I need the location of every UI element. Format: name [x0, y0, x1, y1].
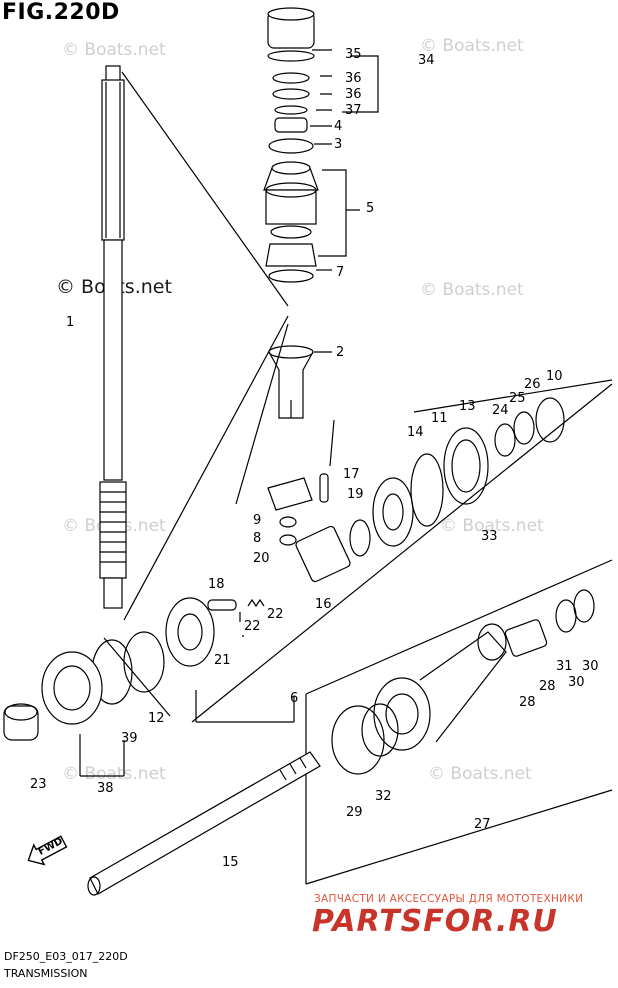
- clutch-dog: [295, 519, 371, 583]
- watermark: © Boats.net: [428, 764, 532, 784]
- callout-10: 10: [546, 369, 563, 384]
- callout-36b: 36: [345, 87, 362, 102]
- callout-28b: 28: [519, 695, 536, 710]
- callout-14: 14: [407, 425, 424, 440]
- callout-39: 39: [121, 731, 138, 746]
- callout-31: 31: [556, 659, 573, 674]
- watermark: © Boats.net: [62, 40, 166, 60]
- callout-15: 15: [222, 855, 239, 870]
- callout-3: 3: [334, 137, 343, 152]
- callout-24: 24: [492, 403, 509, 418]
- fwd-arrow: FWD: [20, 829, 71, 873]
- callout-13: 13: [459, 399, 476, 414]
- callout-32: 32: [375, 789, 392, 804]
- watermark: © Boats.net: [62, 764, 166, 784]
- bearing-housing-stack: [267, 7, 315, 154]
- figure-name: TRANSMISSION: [4, 967, 88, 980]
- callout-33: 33: [481, 529, 498, 544]
- callout-35: 35: [345, 47, 362, 62]
- callout-4: 4: [334, 119, 343, 134]
- promo-line: ЗАПЧАСТИ И АКСЕССУАРЫ ДЛЯ МОТОТЕХНИКИ: [314, 893, 584, 905]
- watermark: © Boats.net: [420, 36, 524, 56]
- callout-30b: 30: [568, 675, 585, 690]
- figure-code: DF250_E03_017_220D: [4, 950, 128, 963]
- callout-34: 34: [418, 53, 435, 68]
- callout-28: 28: [539, 679, 556, 694]
- callout-37: 37: [345, 103, 362, 118]
- callout-2: 2: [336, 345, 345, 360]
- reverse-bearing: [3, 631, 165, 741]
- callout-19: 19: [347, 487, 364, 502]
- pinion-gear: [267, 473, 329, 546]
- callout-16: 16: [315, 597, 332, 612]
- callout-1: 1: [66, 315, 75, 330]
- callout-23: 23: [30, 777, 47, 792]
- tapered-bearing: [263, 161, 319, 283]
- callout-38: 38: [97, 781, 114, 796]
- callout-22: 22: [244, 619, 261, 634]
- callout-26: 26: [524, 377, 541, 392]
- callout-8: 8: [253, 531, 262, 546]
- callout-17: 17: [343, 467, 360, 482]
- fwd-arrow-icon: [27, 835, 68, 866]
- callout-18: 18: [208, 577, 225, 592]
- thrust-washers: [410, 397, 565, 527]
- callout-29: 29: [346, 805, 363, 820]
- propeller-shaft: [87, 751, 321, 896]
- promo-brand: PARTSFOR.RU: [312, 904, 558, 939]
- forward-bevel-gear: [372, 477, 414, 547]
- callout-7: 7: [336, 265, 345, 280]
- callout-11: 11: [431, 411, 448, 426]
- callout-30: 30: [582, 659, 599, 674]
- reverse-gear: [165, 597, 265, 667]
- sleeve: [268, 345, 314, 419]
- callout-5: 5: [366, 201, 375, 216]
- callout-12: 12: [148, 711, 165, 726]
- prop-shaft-housing: [331, 589, 595, 775]
- bearing-housing-outline: [305, 559, 613, 885]
- watermark: © Boats.net: [420, 280, 524, 300]
- figure-title: FIG.220D: [2, 0, 120, 25]
- callout-27: 27: [474, 817, 491, 832]
- callout-20: 20: [253, 551, 270, 566]
- callout-6: 6: [290, 691, 299, 706]
- callout-21: 21: [214, 653, 231, 668]
- callout-22b: 22: [267, 607, 284, 622]
- watermark: © Boats.net: [440, 516, 544, 536]
- drive-shaft: [99, 65, 127, 609]
- callout-25: 25: [509, 391, 526, 406]
- callout-9: 9: [253, 513, 262, 528]
- callout-36: 36: [345, 71, 362, 86]
